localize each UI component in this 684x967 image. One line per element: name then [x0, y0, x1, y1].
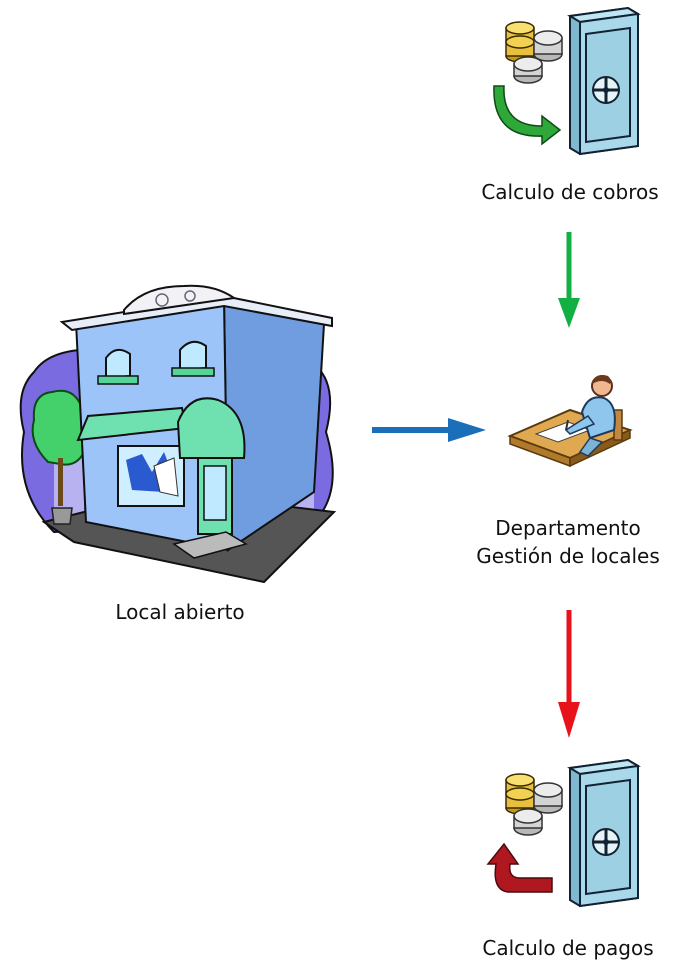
- label-calculo-pagos: Calculo de pagos: [482, 936, 654, 960]
- label-departamento-line1: Departamento: [495, 516, 641, 540]
- label-local-abierto: Local abierto: [115, 600, 245, 624]
- label-departamento-line2: Gestión de locales: [476, 544, 660, 568]
- label-calculo-cobros: Calculo de cobros: [481, 180, 659, 204]
- label-departamento: Departamento Gestión de locales: [452, 514, 684, 570]
